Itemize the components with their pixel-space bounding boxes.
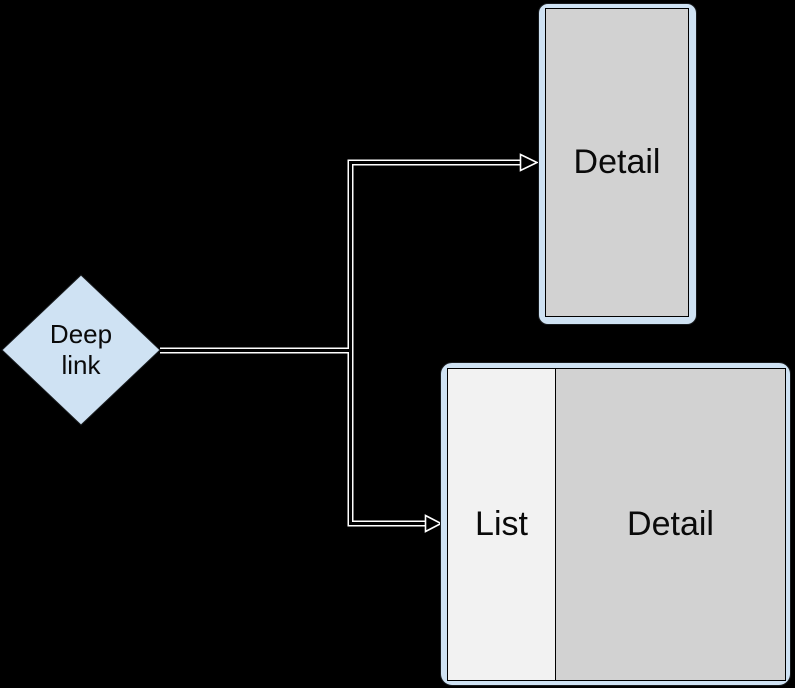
expanded-list-pane: List	[447, 368, 555, 681]
expanded-list-pane-label: List	[475, 505, 528, 543]
arrowhead-to-compact-icon	[519, 153, 539, 172]
connector-deeplink-to-compact	[160, 159, 521, 354]
expanded-detail-pane-label: Detail	[627, 505, 714, 543]
expanded-window-frame: List Detail	[440, 362, 791, 686]
arrowhead-to-expanded-icon	[424, 514, 443, 533]
deeplink-diamond-shape	[1, 274, 161, 426]
compact-window-frame: Detail	[538, 3, 697, 325]
expanded-detail-pane: Detail	[555, 368, 786, 681]
connector-core-group	[160, 161, 521, 525]
compact-detail-pane-label: Detail	[573, 143, 661, 181]
expanded-screen-row: List Detail	[447, 368, 786, 681]
connector-deeplink-to-expanded-core	[160, 349, 426, 525]
connector-deeplink-to-compact-core	[160, 161, 521, 352]
connector-deeplink-to-expanded	[160, 347, 426, 527]
compact-detail-pane: Detail	[545, 8, 689, 317]
deeplink-node: Deep link	[2, 275, 160, 425]
deeplink-node-label: Deep link	[49, 319, 113, 380]
